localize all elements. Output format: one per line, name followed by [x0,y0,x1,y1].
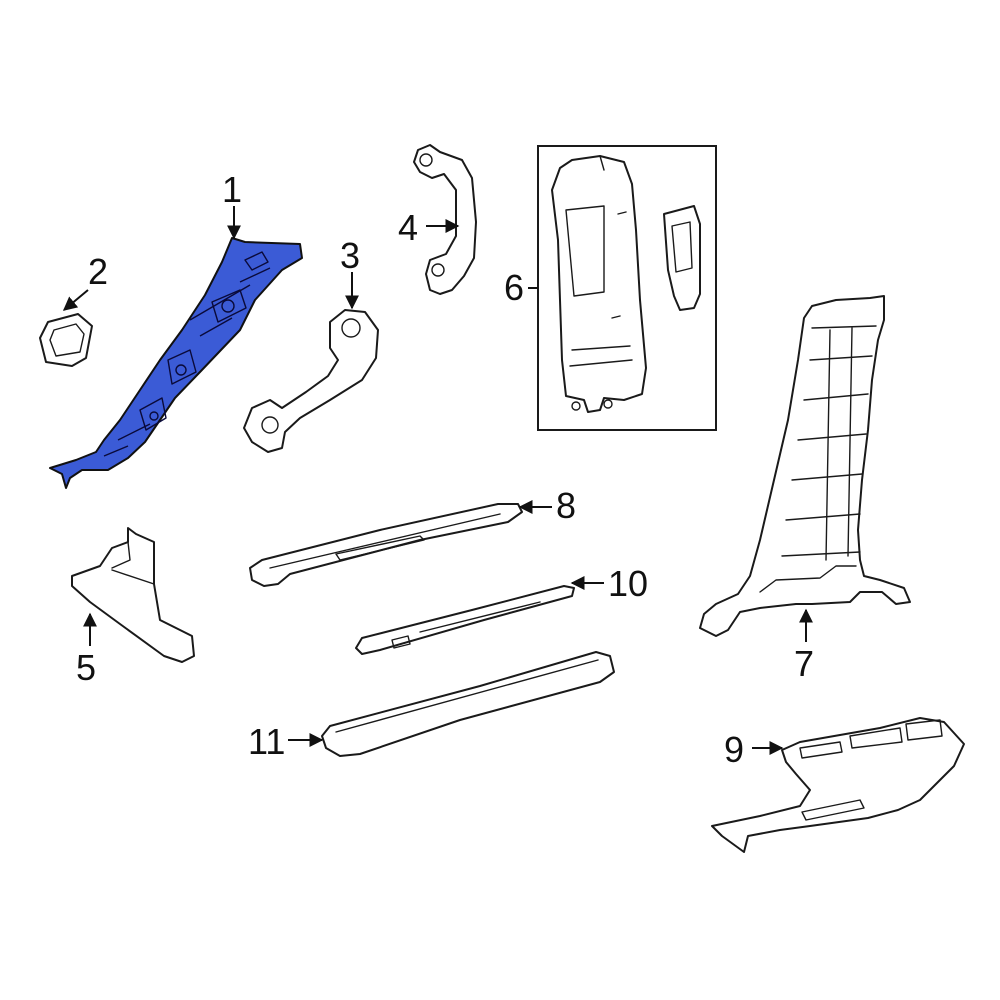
part-11-lower-sill-panel[interactable] [321,651,615,757]
leaders [62,206,813,755]
callout-labels: 1 2 3 4 5 6 7 8 9 10 11 [76,169,814,770]
callout-5: 5 [76,647,96,688]
callout-11: 11 [248,721,285,762]
callout-1: 1 [222,169,242,210]
callout-7: 7 [794,643,814,684]
callout-8: 8 [556,485,576,526]
part-9-lower-trim[interactable] [711,717,965,853]
callout-2: 2 [88,251,108,292]
leader-2 [62,289,89,311]
callout-9: 9 [724,729,744,770]
callout-10: 10 [608,563,648,604]
part-1-body [49,237,303,489]
part-4-bracket[interactable] [413,144,477,295]
part-1-pillar-garnish[interactable] [49,237,303,489]
part-2-clip[interactable] [39,313,93,367]
part-10-sill-trim[interactable] [355,585,575,655]
part-5-cowl-side-trim[interactable] [71,527,195,663]
callout-3: 3 [340,235,360,276]
part-8-scuff-plate[interactable] [249,503,523,587]
callout-4: 4 [398,207,418,248]
part-3-grab-handle[interactable] [243,309,379,453]
part-6-group[interactable] [537,145,717,431]
callout-6: 6 [504,267,524,308]
part-7-b-pillar-trim[interactable] [699,295,911,637]
